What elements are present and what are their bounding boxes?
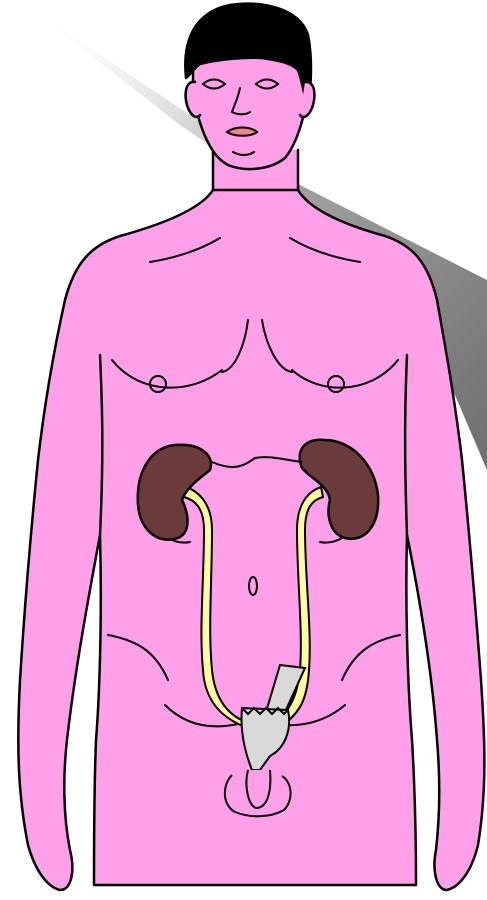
left-eye	[203, 80, 225, 89]
mouth	[227, 128, 257, 136]
right-eye	[256, 80, 278, 89]
